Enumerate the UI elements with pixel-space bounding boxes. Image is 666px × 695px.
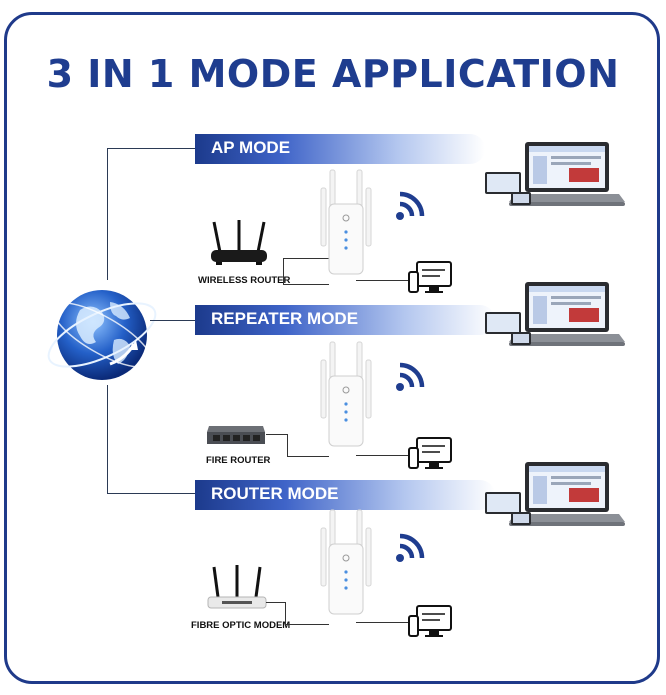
connector-line xyxy=(287,434,329,457)
computer-icon xyxy=(408,605,452,637)
fibre-modem-icon xyxy=(207,565,267,609)
device-label: WIRELESS ROUTER xyxy=(198,275,291,286)
page-title: 3 IN 1 MODE APPLICATION xyxy=(46,52,620,96)
wireless-router-icon xyxy=(211,220,267,265)
connector-line xyxy=(266,602,286,603)
mode-banner-router: ROUTER MODE xyxy=(195,480,495,510)
connector-line xyxy=(356,622,408,623)
computer-icon xyxy=(408,437,452,469)
wifi-extender-icon xyxy=(320,169,372,275)
connector-line xyxy=(356,455,408,456)
laptop-icon xyxy=(485,142,625,206)
computer-icon xyxy=(408,261,452,293)
connector-line xyxy=(283,258,329,285)
tree-line xyxy=(107,148,108,280)
wifi-signal-icon xyxy=(396,191,425,220)
tree-line xyxy=(107,148,197,149)
wifi-signal-icon xyxy=(396,533,425,562)
tree-line xyxy=(150,320,197,321)
mode-banner-repeater: REPEATER MODE xyxy=(195,305,495,335)
network-switch-icon xyxy=(207,426,265,444)
mode-label: REPEATER MODE xyxy=(211,309,359,328)
connector-line xyxy=(356,280,408,281)
laptop-icon xyxy=(485,462,625,526)
tree-line xyxy=(107,385,108,493)
connector-line xyxy=(266,434,288,435)
mode-banner-ap: AP MODE xyxy=(195,134,485,164)
mode-label: AP MODE xyxy=(211,138,291,157)
laptop-icon xyxy=(485,282,625,346)
mode-label: ROUTER MODE xyxy=(211,484,339,503)
connector-line xyxy=(285,602,329,625)
device-label: FIRE ROUTER xyxy=(206,455,271,466)
wifi-signal-icon xyxy=(396,362,425,391)
device-label: FIBRE OPTIC MODEM xyxy=(191,620,291,631)
wifi-extender-icon xyxy=(320,341,372,447)
wifi-extender-icon xyxy=(320,509,372,615)
tree-line xyxy=(107,493,197,494)
globe-icon xyxy=(47,290,157,380)
